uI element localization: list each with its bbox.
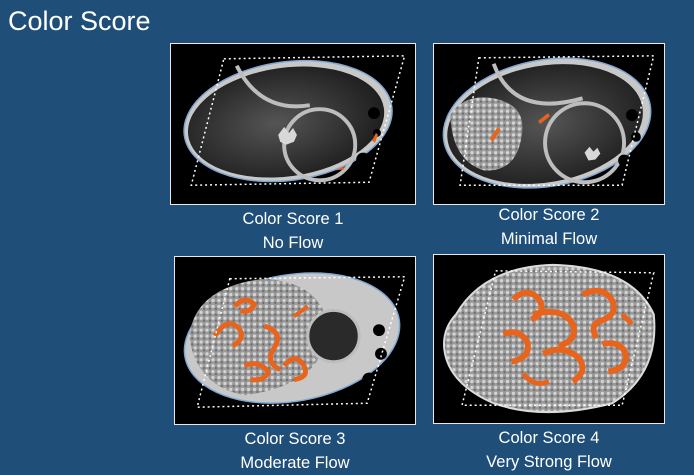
caption-score-4: Color Score 4 Very Strong Flow	[433, 426, 665, 474]
ultrasound-image-score-2	[433, 43, 665, 205]
score-label: Color Score 4	[498, 429, 600, 447]
slide-title: Color Score	[8, 6, 151, 36]
score-label: Color Score 3	[244, 430, 346, 448]
score-label: Color Score 2	[498, 206, 600, 224]
flow-label: Moderate Flow	[240, 454, 350, 472]
caption-score-3: Color Score 3 Moderate Flow	[174, 427, 416, 475]
ultrasound-image-score-4	[433, 254, 665, 424]
flow-label: No Flow	[262, 234, 324, 252]
caption-score-2: Color Score 2 Minimal Flow	[433, 203, 665, 251]
flow-label: Minimal Flow	[500, 230, 598, 248]
ultrasound-image-score-1	[170, 43, 416, 205]
flow-label: Very Strong Flow	[486, 453, 612, 471]
score-label: Color Score 1	[242, 210, 344, 228]
ultrasound-image-score-3	[174, 256, 416, 425]
caption-score-1: Color Score 1 No Flow	[170, 207, 416, 255]
